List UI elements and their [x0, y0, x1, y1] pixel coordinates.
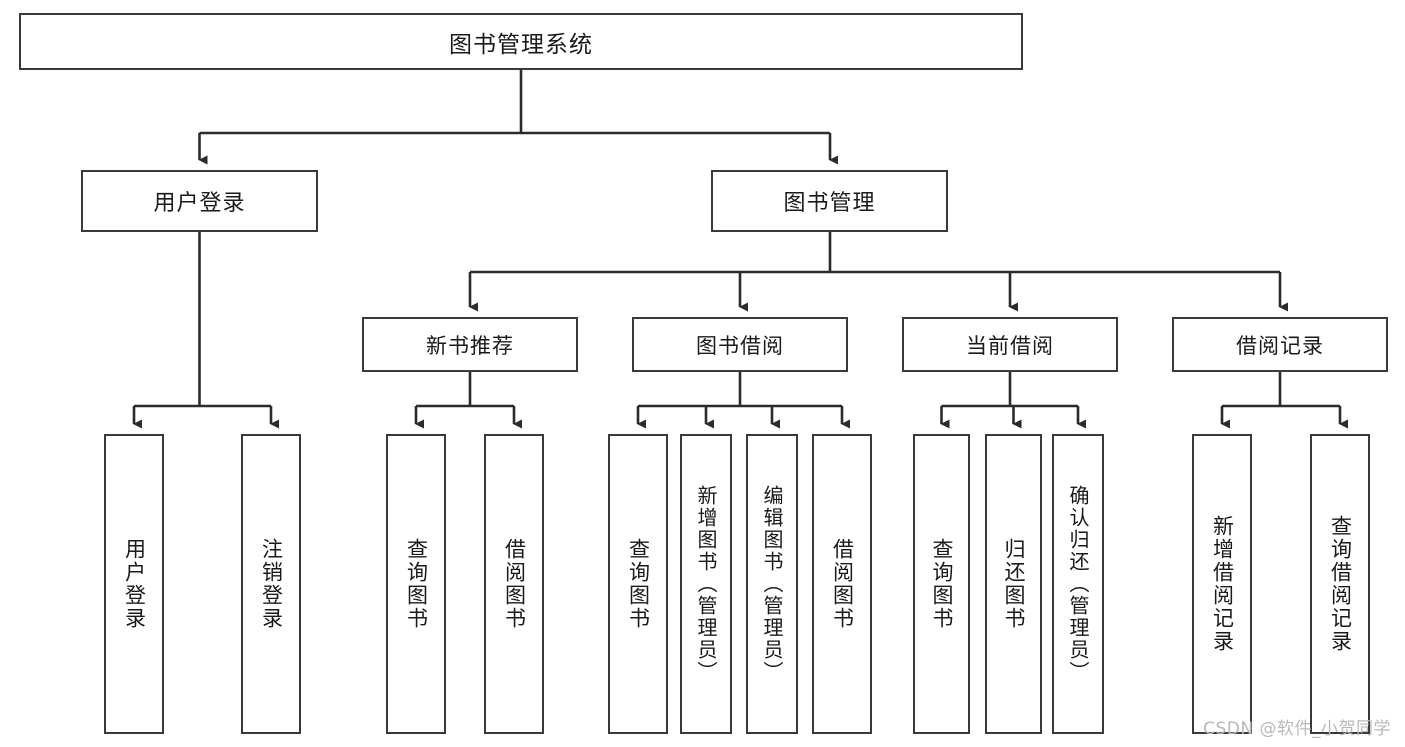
- leaf-logout[interactable]: 注销登录: [241, 434, 301, 734]
- node-user-login[interactable]: 用户登录: [81, 170, 318, 232]
- leaf-confirm-return-admin-label: 确认归还（管理员）: [1066, 485, 1090, 683]
- leaf-query-book-borrow-label: 查询图书: [626, 538, 651, 630]
- watermark-text: CSDN @软件_小贺同学: [1203, 719, 1391, 739]
- leaf-confirm-return-admin[interactable]: 确认归还（管理员）: [1052, 434, 1104, 734]
- leaf-query-book-current-label: 查询图书: [930, 538, 954, 630]
- node-user-login-label: 用户登录: [153, 191, 246, 216]
- leaf-add-borrow-record[interactable]: 新增借阅记录: [1192, 434, 1252, 734]
- node-root[interactable]: 图书管理系统: [19, 13, 1023, 70]
- node-root-label: 图书管理系统: [449, 31, 593, 58]
- leaf-edit-book-admin-label: 编辑图书（管理员）: [760, 485, 784, 683]
- node-book-management-label: 图书管理: [783, 191, 876, 216]
- leaf-borrow-book-recommend-label: 借阅图书: [502, 538, 527, 630]
- leaf-user-login-label: 用户登录: [122, 538, 147, 630]
- leaf-borrow-book[interactable]: 借阅图书: [812, 434, 872, 734]
- leaf-query-book-recommend-label: 查询图书: [404, 538, 429, 630]
- node-current-borrow[interactable]: 当前借阅: [902, 317, 1118, 372]
- leaf-user-login[interactable]: 用户登录: [104, 434, 164, 734]
- leaf-logout-label: 注销登录: [259, 538, 284, 630]
- leaf-borrow-book-recommend[interactable]: 借阅图书: [484, 434, 544, 734]
- node-borrow-record-label: 借阅记录: [1236, 333, 1324, 358]
- node-new-book-recommend[interactable]: 新书推荐: [362, 317, 578, 372]
- node-book-management[interactable]: 图书管理: [711, 170, 948, 232]
- node-borrow-record[interactable]: 借阅记录: [1172, 317, 1388, 372]
- node-book-borrow-label: 图书借阅: [696, 333, 784, 358]
- leaf-query-book-current[interactable]: 查询图书: [913, 434, 970, 734]
- leaf-query-book-borrow[interactable]: 查询图书: [608, 434, 668, 734]
- node-book-borrow[interactable]: 图书借阅: [632, 317, 848, 372]
- leaf-add-book-admin[interactable]: 新增图书（管理员）: [680, 434, 732, 734]
- leaf-edit-book-admin[interactable]: 编辑图书（管理员）: [746, 434, 798, 734]
- leaf-borrow-book-label: 借阅图书: [830, 538, 855, 630]
- leaf-return-book[interactable]: 归还图书: [985, 434, 1042, 734]
- leaf-query-book-recommend[interactable]: 查询图书: [386, 434, 446, 734]
- leaf-add-book-admin-label: 新增图书（管理员）: [694, 485, 718, 683]
- node-current-borrow-label: 当前借阅: [966, 333, 1054, 358]
- leaf-return-book-label: 归还图书: [1002, 538, 1026, 630]
- leaf-add-borrow-record-label: 新增借阅记录: [1210, 515, 1235, 653]
- node-new-book-recommend-label: 新书推荐: [426, 333, 514, 358]
- leaf-query-borrow-record[interactable]: 查询借阅记录: [1310, 434, 1370, 734]
- leaf-query-borrow-record-label: 查询借阅记录: [1328, 515, 1353, 653]
